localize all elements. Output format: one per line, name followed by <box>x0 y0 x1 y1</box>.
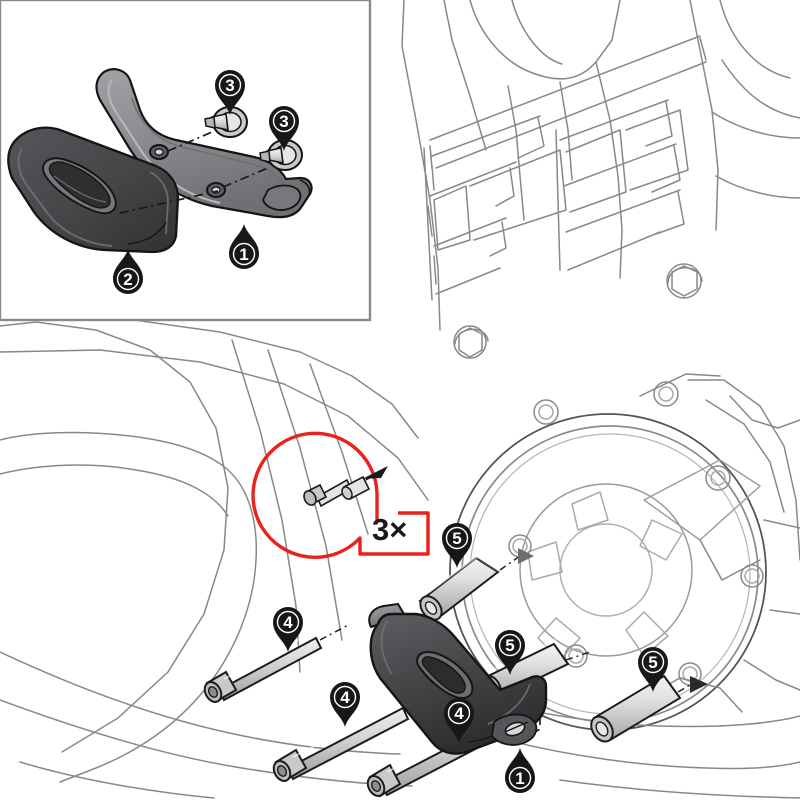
marker-balloon-icon <box>113 249 143 294</box>
marker-label: 1 <box>515 769 524 788</box>
marker-balloon-icon <box>442 523 472 568</box>
marker-1-main: 1 <box>505 748 535 793</box>
marker-ring <box>447 701 471 725</box>
part-1-bracket-main <box>368 602 548 755</box>
callout-spacer-icon <box>341 475 371 501</box>
marker-label: 2 <box>123 270 132 289</box>
marker-label: 4 <box>454 704 464 723</box>
marker-ring <box>232 242 256 266</box>
marker-label: 5 <box>505 636 514 655</box>
part-2-slider-puck <box>7 126 180 254</box>
marker-balloon-icon <box>229 224 259 269</box>
part-3-screw-right <box>259 139 303 171</box>
quantity-label: 3× <box>372 512 407 547</box>
marker-balloon-icon <box>273 607 303 652</box>
marker-ring <box>218 73 242 97</box>
marker-ring <box>333 685 357 709</box>
inset-assembly-axes <box>119 131 269 214</box>
spacer-top-arrow-icon <box>518 548 534 564</box>
marker-label: 5 <box>452 529 461 548</box>
marker-label: 5 <box>648 653 657 672</box>
marker-label: 3 <box>225 76 234 95</box>
marker-5-top: 5 <box>442 523 472 568</box>
spacer-right-arrow-icon <box>690 676 708 693</box>
marker-5-mid: 5 <box>495 630 525 675</box>
marker-balloon-icon <box>638 647 668 692</box>
spacer-mid-axis-line <box>565 651 591 661</box>
marker-balloon-icon <box>495 630 525 675</box>
marker-4-upper: 4 <box>273 607 303 652</box>
quantity-callout: 3× <box>251 431 430 559</box>
marker-ring <box>498 633 522 657</box>
part-5-spacer-top <box>418 550 500 621</box>
marker-label: 4 <box>340 688 350 707</box>
part-4-bolt-lower <box>272 699 410 782</box>
part-5-spacer-right <box>590 670 682 743</box>
exploded-detail-inset: 3 3 1 2 <box>0 0 372 322</box>
marker-balloon-icon <box>269 106 299 151</box>
inset-marker-3-right: 3 <box>269 106 299 151</box>
bolt-upper-axis-line <box>319 623 351 641</box>
marker-label: 4 <box>283 613 293 632</box>
marker-ring <box>445 526 469 550</box>
marker-balloon-icon <box>215 70 245 115</box>
marker-balloon-icon <box>505 748 535 793</box>
spacer-top-axis-line <box>499 555 521 571</box>
spacer-right-axis-line <box>677 683 693 693</box>
inset-marker-group: 3 3 1 2 <box>113 70 299 294</box>
part-1-curved-bracket <box>95 68 313 219</box>
marker-ring <box>508 766 532 790</box>
part-4-bolt-upper <box>203 629 323 703</box>
marker-ring <box>272 109 296 133</box>
marker-4-bracket: 4 <box>444 698 474 743</box>
marker-ring <box>641 650 665 674</box>
main-marker-group: 5 5 5 4 4 4 1 <box>273 523 668 793</box>
inset-marker-3-left: 3 <box>215 70 245 115</box>
marker-ring <box>116 267 140 291</box>
marker-ring <box>276 610 300 634</box>
marker-label: 3 <box>279 112 288 131</box>
inset-marker-1: 1 <box>229 224 259 269</box>
callout-arrow-icon <box>362 466 388 479</box>
marker-balloon-icon <box>444 698 474 743</box>
marker-balloon-icon <box>330 682 360 727</box>
inset-marker-2: 2 <box>113 249 143 294</box>
marker-4-lower: 4 <box>330 682 360 727</box>
callout-bolt-icon <box>303 478 353 508</box>
marker-label: 1 <box>239 245 248 264</box>
marker-5-right: 5 <box>638 647 668 692</box>
